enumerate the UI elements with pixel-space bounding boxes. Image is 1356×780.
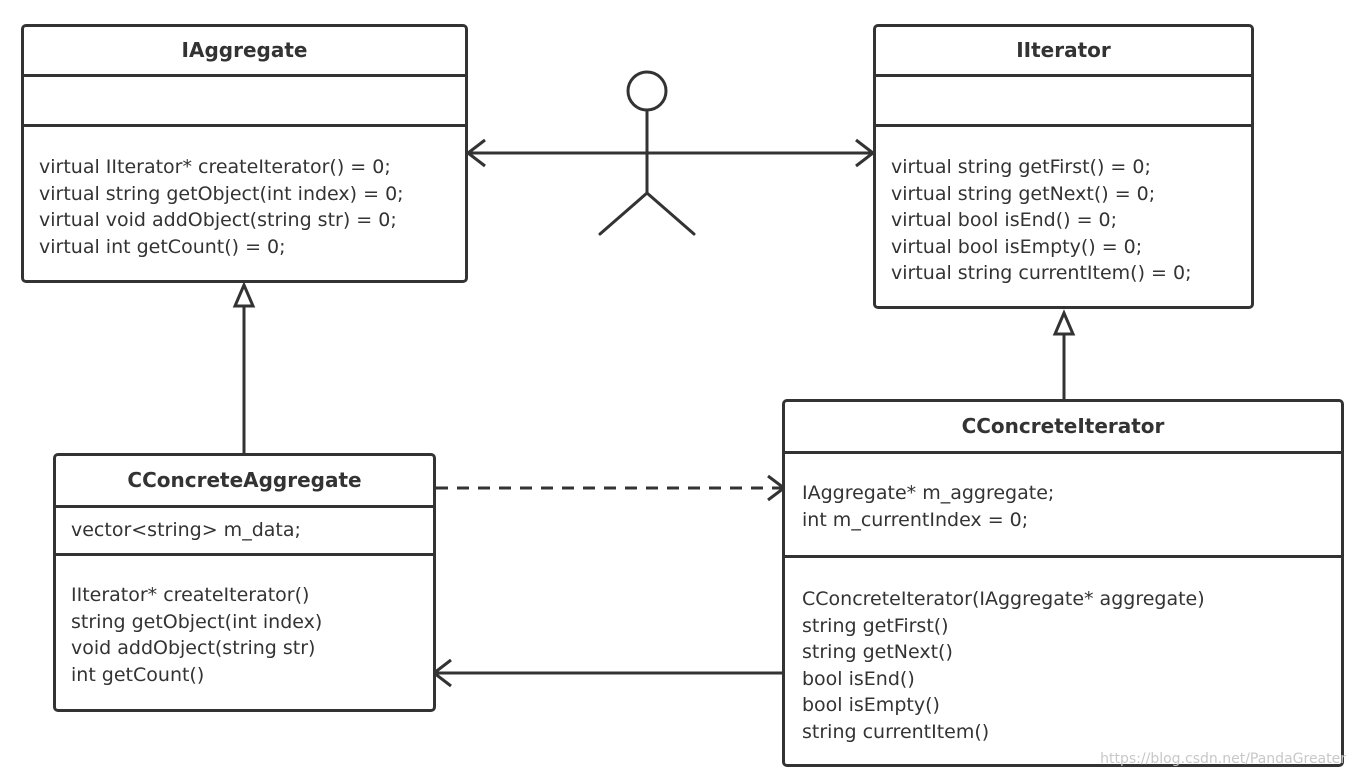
generalization-iterator-triangle-icon [1052,309,1076,336]
operation: string currentItem() [802,720,990,743]
attributes-section [24,77,465,127]
attributes-section: IAggregate* m_aggregate; int m_currentIn… [785,454,1341,558]
generalization-aggregate-triangle-icon [232,281,256,308]
operation: CConcreteIterator(IAggregate* aggregate) [802,588,1205,610]
attribute: IAggregate* m_aggregate; [802,482,1055,504]
class-iiterator: IIterator virtual string getFirst() = 0;… [873,24,1254,309]
watermark-text: https://blog.csdn.net/PandaGreater [1100,751,1346,767]
operation: virtual string getFirst() = 0; [891,156,1151,178]
operation: int getCount() [71,663,205,686]
attribute: vector<string> m_data; [71,519,301,541]
operations-section: CConcreteIterator(IAggregate* aggregate)… [785,558,1341,745]
operation: bool isEmpty() [802,694,940,716]
class-cconcreteiterator: CConcreteIterator IAggregate* m_aggregat… [782,399,1344,767]
arrowhead-to-iaggregate-icon [465,138,486,168]
operation: virtual string getNext() = 0; [891,182,1156,205]
operations-section: virtual string getFirst() = 0; virtual s… [876,127,1251,287]
operation: string getNext() [802,641,953,663]
operation: string getFirst() [802,614,949,637]
operation: virtual string getObject(int index) = 0; [39,182,404,205]
operation: bool isEnd() [802,667,915,690]
class-name: CConcreteIterator [785,402,1341,454]
class-name: CConcreteAggregate [56,456,433,508]
operations-section: virtual IIterator* createIterator() = 0;… [24,127,465,260]
attributes-section [876,77,1251,127]
operation: virtual bool isEnd() = 0; [891,209,1118,231]
class-name: IIterator [876,27,1251,77]
operation: virtual int getCount() = 0; [39,235,286,258]
class-cconcreteaggregate: CConcreteAggregate vector<string> m_data… [53,453,436,712]
attributes-section: vector<string> m_data; [56,508,433,556]
operation: IIterator* createIterator() [71,584,310,606]
class-iaggregate: IAggregate virtual IIterator* createIter… [21,24,468,283]
attribute: int m_currentIndex = 0; [802,508,1029,531]
class-name: IAggregate [24,27,465,77]
operation: virtual void addObject(string str) = 0; [39,209,397,231]
operation: virtual bool isEmpty() = 0; [891,235,1143,258]
operation: void addObject(string str) [71,637,316,659]
operation: virtual IIterator* createIterator() = 0; [39,156,391,178]
operation: virtual string currentItem() = 0; [891,262,1192,284]
operation: string getObject(int index) [71,610,323,633]
operations-section: IIterator* createIterator() string getOb… [56,556,433,688]
